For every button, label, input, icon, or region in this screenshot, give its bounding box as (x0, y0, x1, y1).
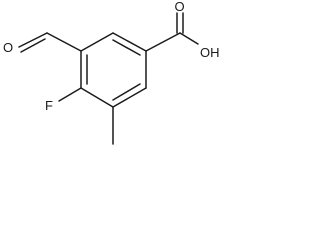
aldehyde-group: O (3, 32, 82, 55)
carbonyl-oxygen-label: O (175, 0, 185, 14)
ring-bond-bottom-right (112, 87, 147, 108)
ring-bond-top-right (112, 32, 147, 52)
ring-to-aldehyde-bond (46, 32, 82, 52)
aldehyde-double-bond-a (18, 32, 48, 48)
ring-bond-top-right-inner (112, 39, 141, 56)
ring-bond-bottom-right-inner (112, 83, 141, 101)
benzene-ring (80, 32, 147, 108)
ring-bond-bottom-left (80, 87, 114, 108)
carboxylic-acid-group: O OH (145, 0, 220, 60)
aldehyde-double-bond-b (20, 38, 46, 53)
chemical-structure: O OH O F (3, 0, 220, 145)
carboxyl-to-hydroxyl-bond (179, 32, 199, 45)
ring-bond-top-left (80, 32, 114, 52)
fluoro-substituent: F (45, 87, 82, 113)
fluorine-label: F (45, 98, 53, 113)
hydroxyl-label: OH (200, 45, 220, 60)
aldehyde-oxygen-label: O (3, 40, 13, 55)
ring-to-carboxyl-bond (145, 32, 181, 52)
ring-to-fluorine-bond (58, 87, 82, 102)
